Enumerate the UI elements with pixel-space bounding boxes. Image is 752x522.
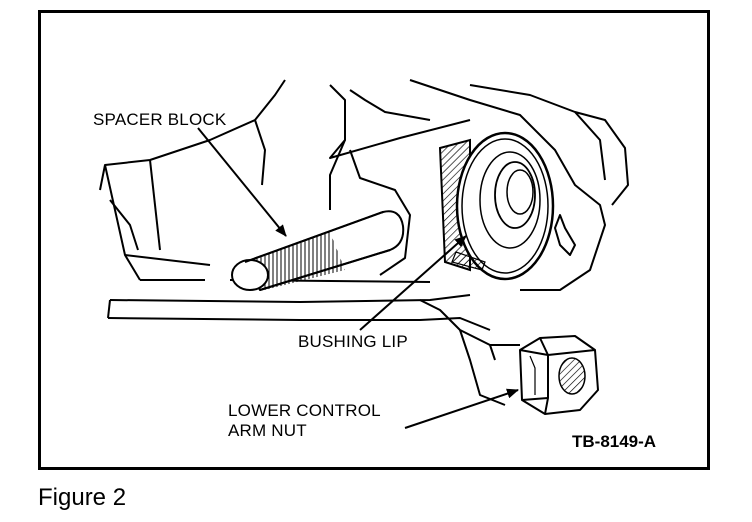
spacer-block-label: SPACER BLOCK xyxy=(93,110,227,129)
bushing xyxy=(438,131,555,281)
bushing-lip-label: BUSHING LIP xyxy=(298,332,408,351)
spacer-block-arrow xyxy=(197,127,287,237)
lower-control-arm-nut xyxy=(519,335,599,415)
bushing-lip-arrow xyxy=(359,235,467,331)
nut-arrow xyxy=(404,388,519,429)
figure-caption: Figure 2 xyxy=(38,484,127,511)
lower-control-arm-nut-label-line1: LOWER CONTROL xyxy=(228,401,381,420)
spacer-block xyxy=(231,210,405,291)
callout-arrows xyxy=(197,127,519,429)
frame-structure xyxy=(99,79,629,406)
lower-control-arm-nut-label-line2: ARM NUT xyxy=(228,421,307,440)
figure-frame xyxy=(38,10,710,470)
reference-code: TB-8149-A xyxy=(572,432,656,451)
